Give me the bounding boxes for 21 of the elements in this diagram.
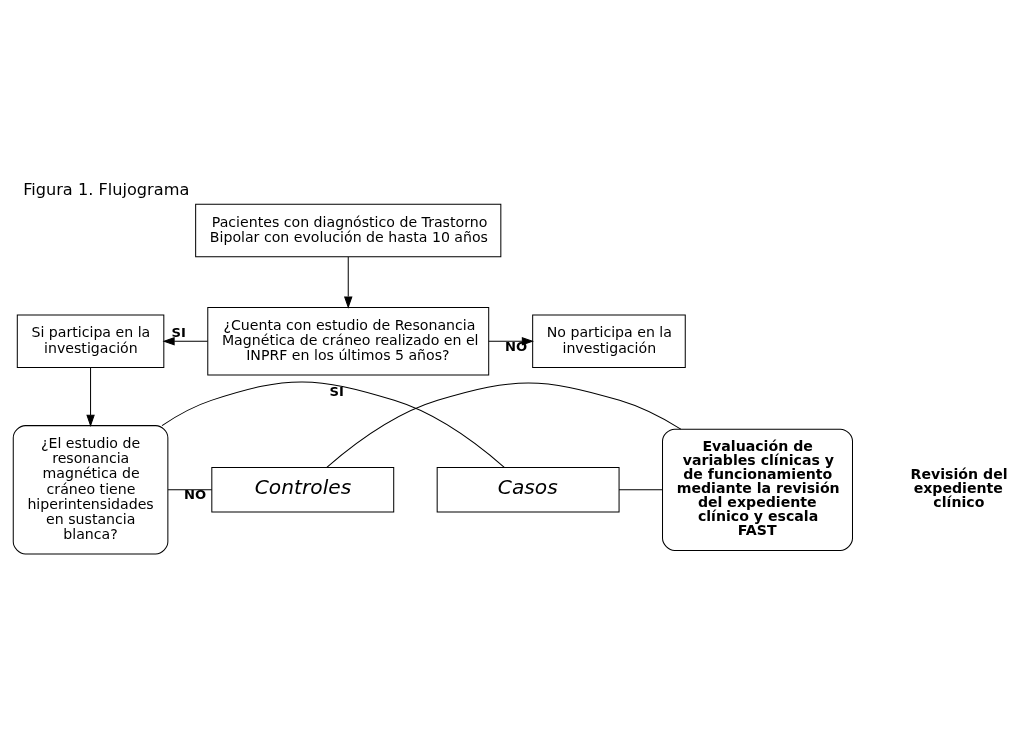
node-box: Controles [210, 466, 394, 513]
diagram-title: Figura 1. Flujograma [22, 179, 189, 199]
node-box: No participa en la investigación [531, 313, 686, 368]
edge-label: NO [504, 338, 527, 354]
edge-label: SI [171, 324, 186, 340]
arrow [85, 366, 95, 427]
node-box: ¿Cuenta con estudio de Resonancia Magnética de cráneo realizado en el INPRF en los últimos 5 años? [206, 306, 489, 376]
edge-label: SI [328, 383, 344, 399]
arrow [343, 256, 352, 309]
node-box: Si participa en la investigación [16, 313, 164, 368]
edge-label: NO [183, 486, 206, 502]
arrow [162, 336, 208, 345]
connector [167, 488, 212, 490]
node-box: Casos [436, 466, 620, 513]
connector [325, 382, 681, 468]
label: Revisión del expediente clínico [910, 465, 1008, 510]
node-box: Pacientes con diagnóstico de Trastorno Bipolar con evolución de hasta 10 años [194, 203, 501, 257]
node-box: ¿El estudio de resonancia magnética de cráneo tiene hiperintensidades en sustancia blanca? [12, 424, 168, 554]
node-box: Evaluación de variables clínicas y de funcionamiento mediante la revisión del expediente clínico y escala FAST [661, 428, 853, 551]
connector [618, 488, 663, 490]
connector [161, 380, 505, 468]
